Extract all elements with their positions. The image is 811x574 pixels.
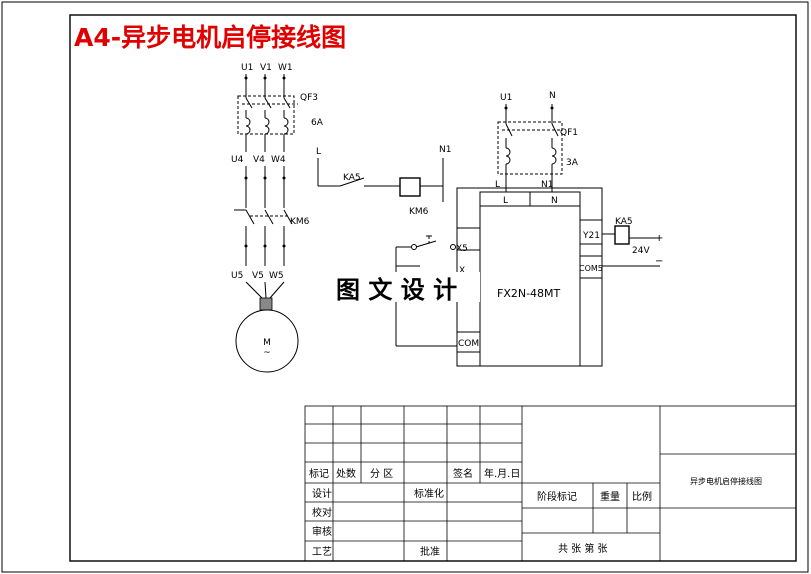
tb-label-gongyi: 工艺	[312, 546, 332, 558]
motor-terminal-box	[259, 297, 273, 311]
motor-label: M	[263, 338, 271, 348]
motor-phase: ~	[263, 348, 271, 358]
coil-km6	[399, 177, 421, 197]
dc-voltage: 24V	[632, 246, 650, 256]
contactor-km6-label: KM6	[290, 217, 310, 227]
motor-symbol	[235, 309, 299, 373]
tb-drawing-name: 异步电机启停接线图	[690, 476, 762, 486]
tb-label-bili: 比例	[632, 490, 652, 503]
plc-inner-panel	[479, 191, 581, 367]
plc-output-common: COM5	[579, 264, 603, 273]
tb-label-jiaodui: 校对	[312, 506, 332, 519]
label-v4: V4	[253, 155, 265, 165]
plc-input-common: COM	[458, 339, 479, 349]
plc-neutral-label: N1	[541, 180, 553, 190]
tb-label-biaoji: 标记	[309, 468, 329, 480]
dc-plus: +	[655, 233, 663, 244]
breaker-qf3-label: QF3	[300, 93, 318, 103]
label-w5: W5	[269, 271, 284, 281]
plc-output-y21: Y21	[582, 231, 600, 241]
plc-model: FX2N-48MT	[497, 287, 561, 300]
coil-neutral-label: N1	[439, 145, 451, 155]
tb-label-sheet-count: 共 张 第 张	[558, 542, 608, 555]
tb-label-pizhun: 批准	[420, 545, 440, 558]
tb-label-biaozhunhua: 标准化	[414, 487, 444, 500]
watermark-text: 图 文 设 计	[336, 276, 457, 304]
label-u5: U5	[231, 271, 243, 281]
motor-main-circuit: U1 V1 W1 QF3 6A U4 V4 W4	[231, 63, 324, 373]
coil-line-label: L	[316, 147, 321, 157]
plc-supply-n: N	[549, 91, 556, 101]
breaker-qf1-rating: 3A	[566, 158, 579, 168]
label-u4: U4	[231, 155, 244, 165]
label-supply-u1: U1	[241, 63, 253, 73]
breaker-qf1-frame	[497, 121, 563, 175]
plc-terminal-n: N	[551, 196, 558, 206]
tb-label-sheji: 设计	[312, 487, 332, 500]
title-block: 标记 处数 分 区 签名 年.月.日 设计 标准化 校对 审核 工艺 批准 阶段…	[304, 405, 797, 562]
plc-input-partial: X	[459, 266, 465, 276]
plc-supply-u1: U1	[500, 93, 512, 103]
relay-contact-ka5-label: KA5	[343, 173, 361, 183]
tb-label-date: 年.月.日	[484, 467, 520, 480]
plc-circuit: U1 N QF1 3A L N1 L N FX2N-48MT X5 X CO	[395, 91, 663, 367]
label-v5: V5	[252, 271, 264, 281]
plc-terminal-l: L	[503, 196, 508, 206]
plc-line-label: L	[495, 180, 500, 190]
tb-label-shenhe: 审核	[312, 525, 332, 538]
dc-minus: −	[655, 256, 663, 267]
tb-label-fenqu: 分 区	[370, 468, 393, 480]
relay-ka5-label: KA5	[615, 217, 633, 227]
tb-label-qianming: 签名	[453, 467, 473, 480]
plc-input-x5: X5	[456, 244, 468, 254]
label-w4: W4	[271, 155, 286, 165]
coil-circuit: L N1 KA5 KM6	[316, 145, 451, 217]
tb-label-jieduan: 阶段标记	[537, 490, 577, 503]
label-supply-v1: V1	[260, 63, 272, 73]
drawing-title: A4-异步电机启停接线图	[74, 23, 346, 52]
relay-ka5-coil	[614, 225, 630, 245]
label-supply-w1: W1	[278, 63, 293, 73]
breaker-qf1-label: QF1	[560, 128, 578, 138]
tb-label-chushu: 处数	[336, 467, 356, 480]
coil-km6-label: KM6	[409, 207, 429, 217]
breaker-qf3-rating: 6A	[311, 118, 324, 128]
tb-label-zhongliang: 重量	[600, 490, 620, 503]
